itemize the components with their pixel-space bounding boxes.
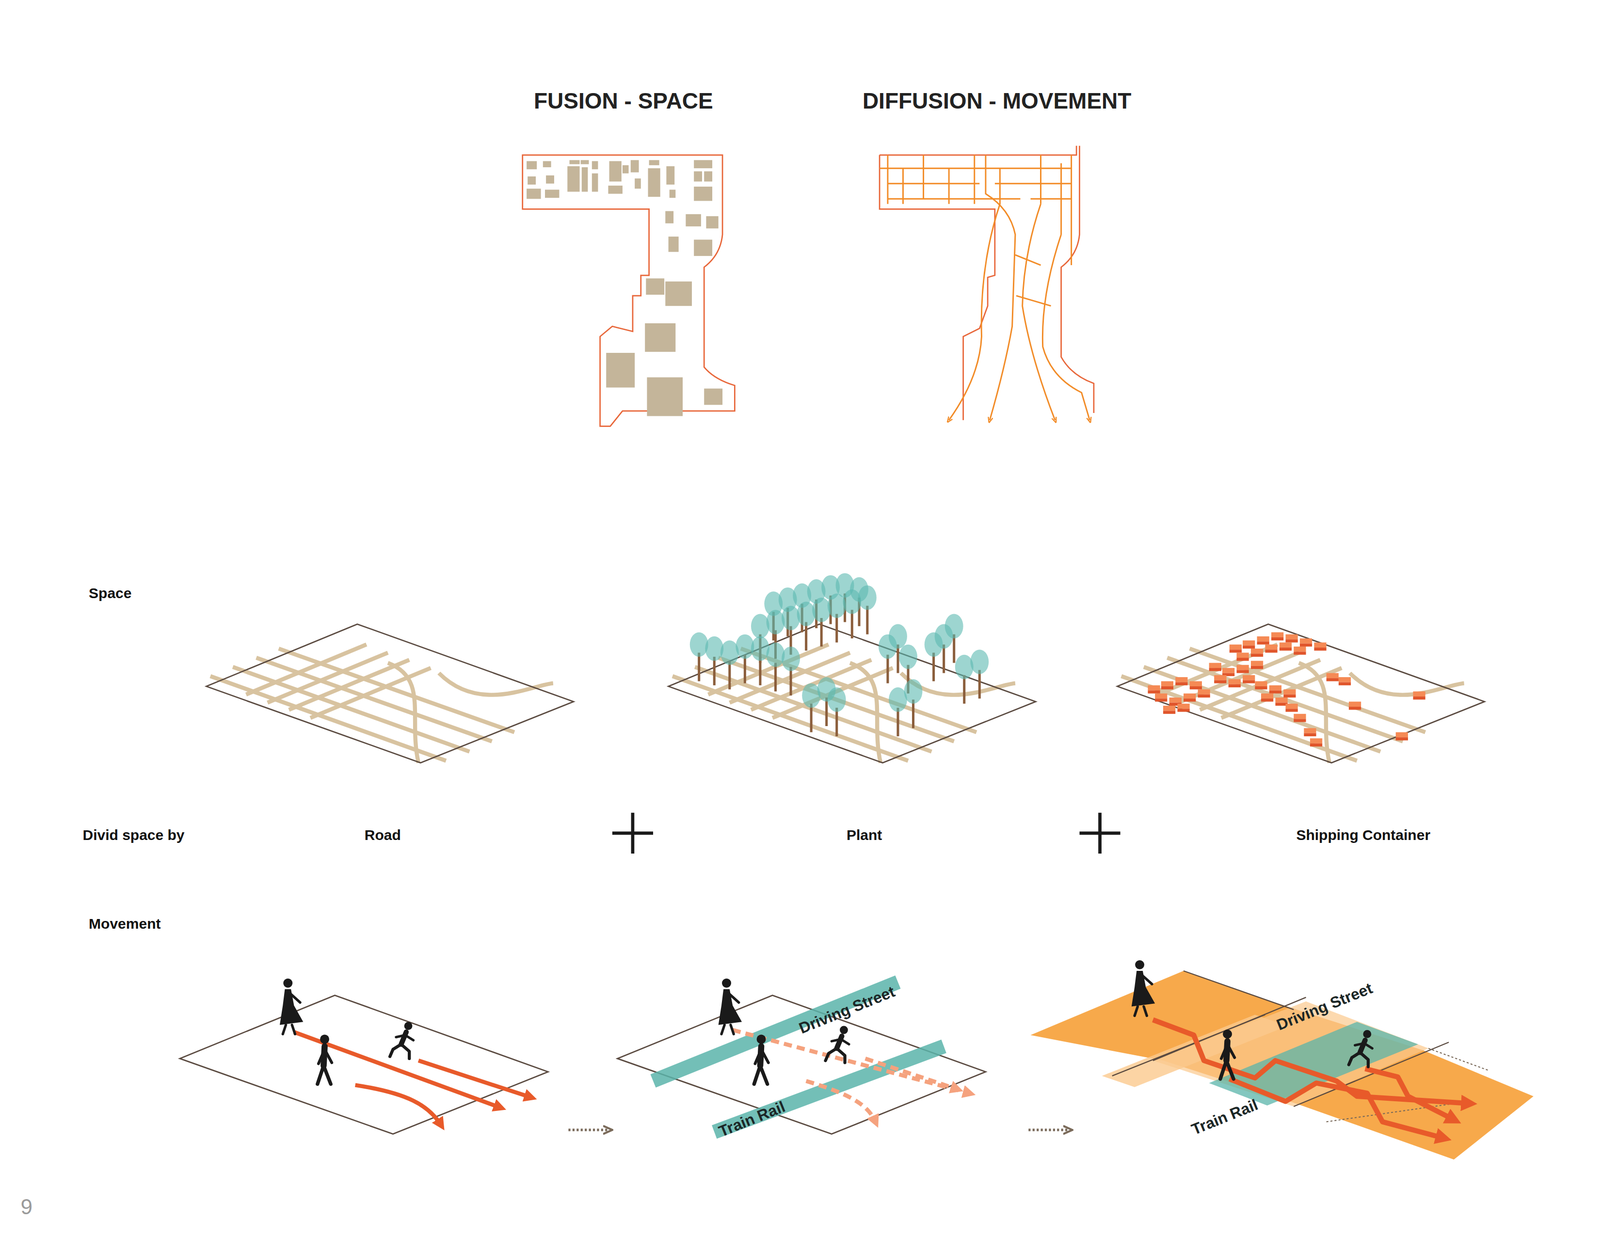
row-label: Movement xyxy=(88,915,161,932)
row-label: Divid space by xyxy=(82,826,185,843)
road-panel xyxy=(206,624,574,764)
fusion-plan xyxy=(522,155,736,427)
panel-label: Shipping Container xyxy=(1296,826,1431,843)
band-label: Train Rail xyxy=(1188,1096,1261,1139)
plus-symbol xyxy=(612,813,1121,854)
plant-panel xyxy=(668,573,1036,763)
panel-label: Road xyxy=(364,826,401,843)
terrain-panel xyxy=(1030,960,1534,1160)
row-label: Space xyxy=(88,584,132,601)
diffusion-plan xyxy=(879,145,1094,421)
page-number: 9 xyxy=(20,1195,32,1219)
movement-panel xyxy=(617,978,986,1135)
movement-panel xyxy=(179,978,549,1135)
section-heading: FUSION - SPACE xyxy=(533,88,714,114)
panel-label: Plant xyxy=(846,826,882,843)
container-panel xyxy=(1117,624,1485,764)
band-label: Train Rail xyxy=(716,1098,788,1141)
section-heading: DIFFUSION - MOVEMENT xyxy=(862,88,1132,114)
